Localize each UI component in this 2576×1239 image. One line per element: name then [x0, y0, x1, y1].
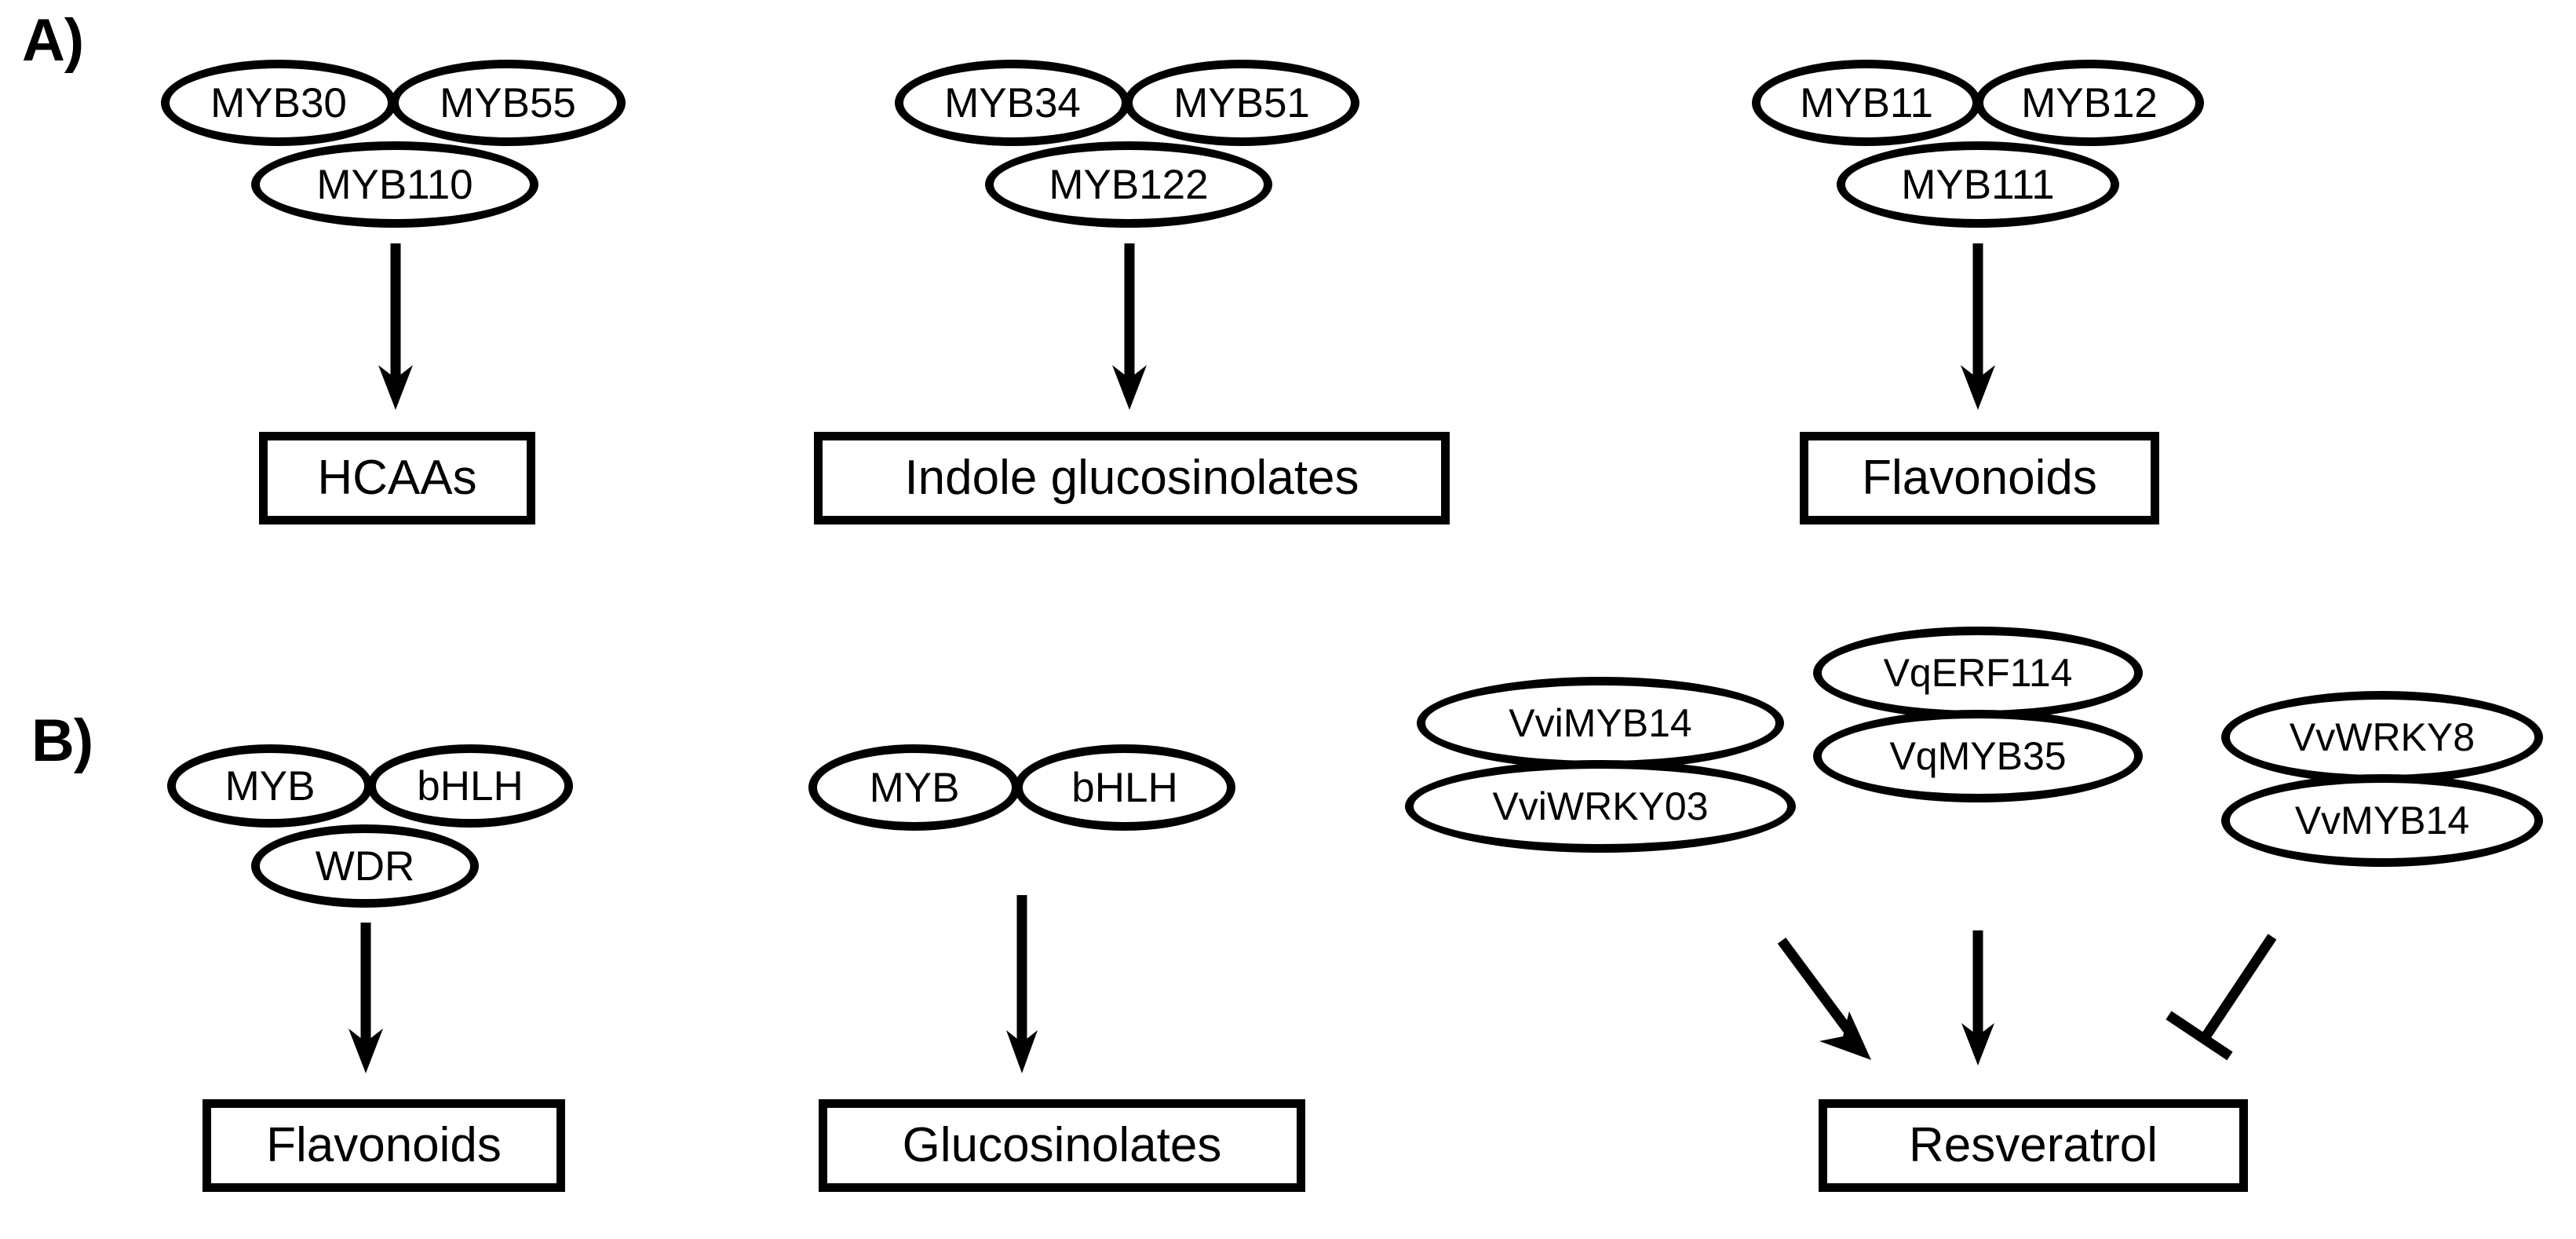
node-myb12[interactable]: MYB12	[1975, 60, 2204, 146]
node-label: MYB	[224, 762, 316, 810]
node-vvimyb14[interactable]: VviMYB14	[1417, 677, 1784, 769]
node-myb122[interactable]: MYB122	[985, 141, 1272, 228]
node-label: MYB55	[440, 79, 576, 126]
panel-letter-b: B)	[31, 707, 93, 774]
node-bhlh-mbw[interactable]: bHLH	[367, 744, 573, 828]
outcome-box-glucosinolates[interactable]: Glucosinolates	[819, 1099, 1305, 1192]
panel-letter-a: A)	[22, 7, 84, 74]
outcome-label: Flavonoids	[266, 1118, 502, 1172]
node-label: bHLH	[1071, 764, 1178, 811]
node-vqerf114[interactable]: VqERF114	[1813, 627, 2143, 719]
node-label: VviMYB14	[1509, 701, 1692, 745]
activation-arrow-resveratrol-middle	[1954, 930, 2001, 1068]
node-label: VqERF114	[1883, 651, 2073, 695]
node-myb111[interactable]: MYB111	[1837, 141, 2119, 228]
node-label: MYB122	[1049, 161, 1209, 208]
outcome-label: Glucosinolates	[902, 1118, 1222, 1172]
node-label: MYB34	[944, 79, 1081, 126]
node-label: VqMYB35	[1889, 734, 2067, 778]
node-myb-pair[interactable]: MYB	[808, 744, 1020, 831]
node-label: bHLH	[417, 762, 524, 810]
node-myb30[interactable]: MYB30	[161, 60, 396, 146]
outcome-label: HCAAs	[317, 451, 477, 505]
outcome-box-indole-glucosinolates[interactable]: Indole glucosinolates	[814, 432, 1450, 524]
node-label: VvMYB14	[2294, 799, 2470, 842]
inhibition-bar-resveratrol-right	[2162, 930, 2288, 1068]
outcome-box-flavonoids-a[interactable]: Flavonoids	[1800, 432, 2159, 524]
outcome-box-hcaas[interactable]: HCAAs	[259, 432, 535, 524]
outcome-label: Flavonoids	[1862, 451, 2097, 505]
node-vvwrky8[interactable]: VvWRKY8	[2221, 691, 2543, 784]
node-myb-mbw[interactable]: MYB	[167, 744, 373, 828]
node-label: VviWRKY03	[1492, 784, 1709, 828]
outcome-label: Indole glucosinolates	[904, 451, 1359, 505]
activation-arrow-indole-glucosinolates	[1106, 243, 1153, 412]
node-label: MYB51	[1173, 79, 1310, 126]
activation-arrow-flavonoids-b	[342, 923, 389, 1076]
node-wdr-mbw[interactable]: WDR	[251, 824, 479, 908]
node-label: MYB111	[1901, 161, 2055, 208]
node-vvmyb14[interactable]: VvMYB14	[2221, 774, 2543, 867]
node-myb110[interactable]: MYB110	[251, 141, 538, 228]
node-label: MYB30	[210, 79, 347, 126]
node-myb11[interactable]: MYB11	[1752, 60, 1981, 146]
outcome-label: Resveratrol	[1909, 1118, 2158, 1172]
activation-arrow-glucosinolates	[998, 895, 1045, 1076]
node-myb51[interactable]: MYB51	[1124, 60, 1359, 146]
activation-arrow-flavonoids-a	[1954, 243, 2001, 412]
node-label: WDR	[315, 842, 415, 890]
node-label: MYB11	[1800, 79, 1933, 126]
outcome-box-resveratrol[interactable]: Resveratrol	[1819, 1099, 2248, 1192]
node-vqmyb35[interactable]: VqMYB35	[1813, 710, 2143, 802]
activation-arrow-hcaas	[372, 243, 419, 412]
node-label: MYB	[869, 764, 960, 811]
node-myb55[interactable]: MYB55	[390, 60, 626, 146]
outcome-box-flavonoids-b[interactable]: Flavonoids	[203, 1099, 565, 1192]
node-myb34[interactable]: MYB34	[895, 60, 1130, 146]
node-label: MYB110	[316, 161, 473, 208]
node-label: VvWRKY8	[2289, 715, 2476, 759]
node-vviwrky03[interactable]: VviWRKY03	[1405, 760, 1796, 853]
node-bhlh-pair[interactable]: bHLH	[1014, 744, 1235, 831]
activation-arrow-resveratrol-left	[1774, 934, 1892, 1068]
node-label: MYB12	[2021, 79, 2158, 126]
